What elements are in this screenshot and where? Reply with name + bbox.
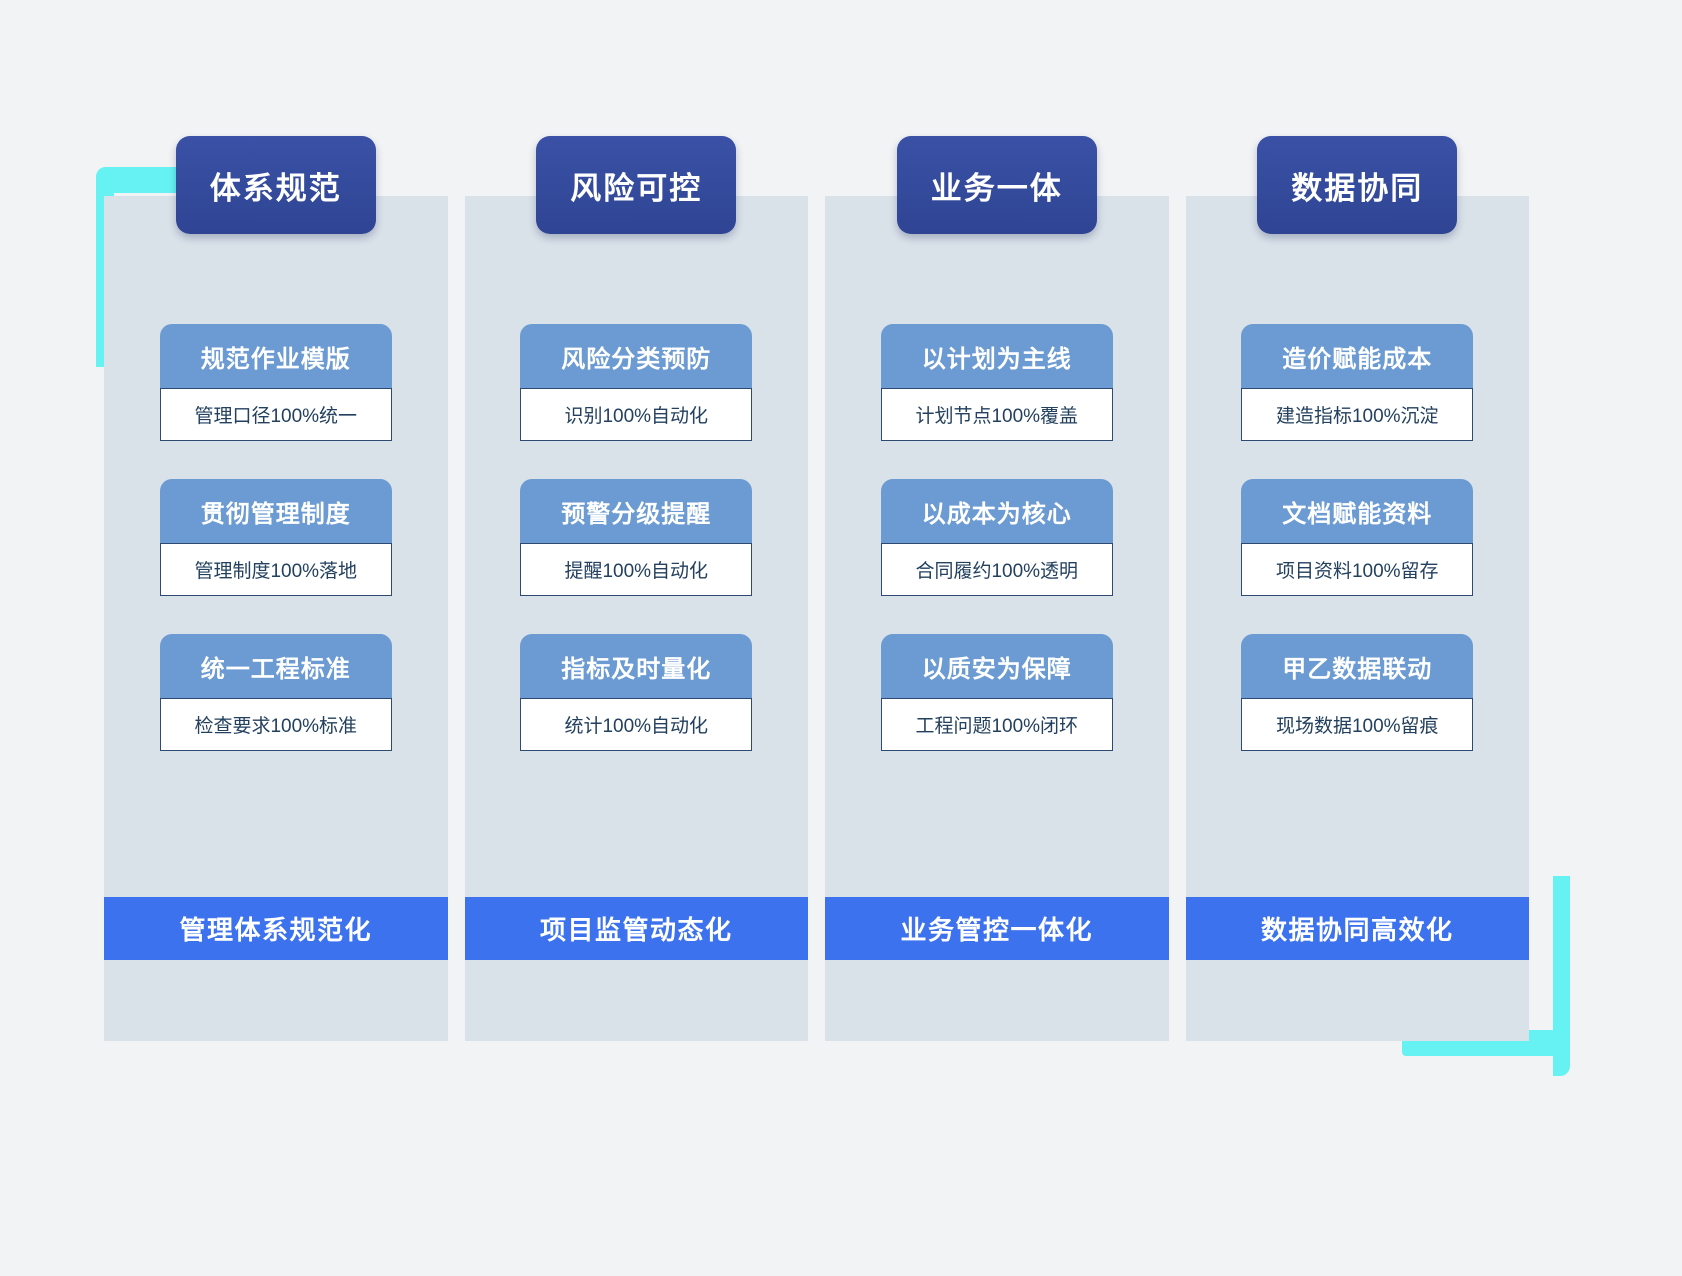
card-detail: 现场数据100%留痕 — [1241, 698, 1474, 751]
card-detail: 检查要求100%标准 — [159, 698, 392, 751]
card-title: 以质安为保障 — [880, 634, 1113, 698]
card-title: 规范作业模版 — [159, 324, 392, 388]
card-detail: 建造指标100%沉淀 — [1241, 388, 1474, 441]
card-title: 贯彻管理制度 — [159, 479, 392, 543]
card-item[interactable]: 统一工程标准 检查要求100%标准 — [159, 634, 392, 751]
card-title: 指标及时量化 — [520, 634, 753, 698]
card-title: 风险分类预防 — [520, 324, 753, 388]
card-item[interactable]: 造价赋能成本 建造指标100%沉淀 — [1241, 324, 1474, 441]
column-group: 体系规范 规范作业模版 管理口径100%统一 贯彻管理制度 管理制度100%落地… — [104, 136, 1529, 1041]
card-title: 预警分级提醒 — [520, 479, 753, 543]
column-header-pill[interactable]: 业务一体 — [896, 136, 1097, 234]
card-detail: 识别100%自动化 — [520, 388, 753, 441]
card-list: 风险分类预防 识别100%自动化 预警分级提醒 提醒100%自动化 指标及时量化… — [520, 324, 753, 751]
card-detail: 项目资料100%留存 — [1241, 543, 1474, 596]
column-banner[interactable]: 项目监管动态化 — [464, 897, 808, 960]
card-detail: 计划节点100%覆盖 — [880, 388, 1113, 441]
card-title: 文档赋能资料 — [1241, 479, 1474, 543]
card-item[interactable]: 规范作业模版 管理口径100%统一 — [159, 324, 392, 441]
card-item[interactable]: 文档赋能资料 项目资料100%留存 — [1241, 479, 1474, 596]
column-banner[interactable]: 业务管控一体化 — [825, 897, 1169, 960]
card-item[interactable]: 预警分级提醒 提醒100%自动化 — [520, 479, 753, 596]
card-item[interactable]: 贯彻管理制度 管理制度100%落地 — [159, 479, 392, 596]
column-shujuxietong: 数据协同 造价赋能成本 建造指标100%沉淀 文档赋能资料 项目资料100%留存… — [1185, 136, 1529, 1041]
card-detail: 提醒100%自动化 — [520, 543, 753, 596]
card-detail: 工程问题100%闭环 — [880, 698, 1113, 751]
card-title: 甲乙数据联动 — [1241, 634, 1474, 698]
card-item[interactable]: 以质安为保障 工程问题100%闭环 — [880, 634, 1113, 751]
column-header-pill[interactable]: 风险可控 — [536, 136, 737, 234]
column-banner[interactable]: 管理体系规范化 — [104, 897, 448, 960]
card-item[interactable]: 风险分类预防 识别100%自动化 — [520, 324, 753, 441]
card-list: 造价赋能成本 建造指标100%沉淀 文档赋能资料 项目资料100%留存 甲乙数据… — [1241, 324, 1474, 751]
card-detail: 统计100%自动化 — [520, 698, 753, 751]
card-detail: 管理口径100%统一 — [159, 388, 392, 441]
card-title: 以成本为核心 — [880, 479, 1113, 543]
column-banner[interactable]: 数据协同高效化 — [1185, 897, 1529, 960]
card-item[interactable]: 以成本为核心 合同履约100%透明 — [880, 479, 1113, 596]
card-list: 以计划为主线 计划节点100%覆盖 以成本为核心 合同履约100%透明 以质安为… — [880, 324, 1113, 751]
card-title: 造价赋能成本 — [1241, 324, 1474, 388]
card-item[interactable]: 以计划为主线 计划节点100%覆盖 — [880, 324, 1113, 441]
column-fengxiankekong: 风险可控 风险分类预防 识别100%自动化 预警分级提醒 提醒100%自动化 指… — [464, 136, 808, 1041]
column-tixiguifan: 体系规范 规范作业模版 管理口径100%统一 贯彻管理制度 管理制度100%落地… — [104, 136, 448, 1041]
accent-bracket-bottom-right-vertical — [1553, 876, 1570, 1076]
card-title: 以计划为主线 — [880, 324, 1113, 388]
card-detail: 管理制度100%落地 — [159, 543, 392, 596]
card-title: 统一工程标准 — [159, 634, 392, 698]
card-detail: 合同履约100%透明 — [880, 543, 1113, 596]
card-item[interactable]: 甲乙数据联动 现场数据100%留痕 — [1241, 634, 1474, 751]
column-header-pill[interactable]: 体系规范 — [175, 136, 376, 234]
column-header-pill[interactable]: 数据协同 — [1257, 136, 1458, 234]
card-list: 规范作业模版 管理口径100%统一 贯彻管理制度 管理制度100%落地 统一工程… — [159, 324, 392, 751]
column-yewuyiti: 业务一体 以计划为主线 计划节点100%覆盖 以成本为核心 合同履约100%透明… — [825, 136, 1169, 1041]
card-item[interactable]: 指标及时量化 统计100%自动化 — [520, 634, 753, 751]
